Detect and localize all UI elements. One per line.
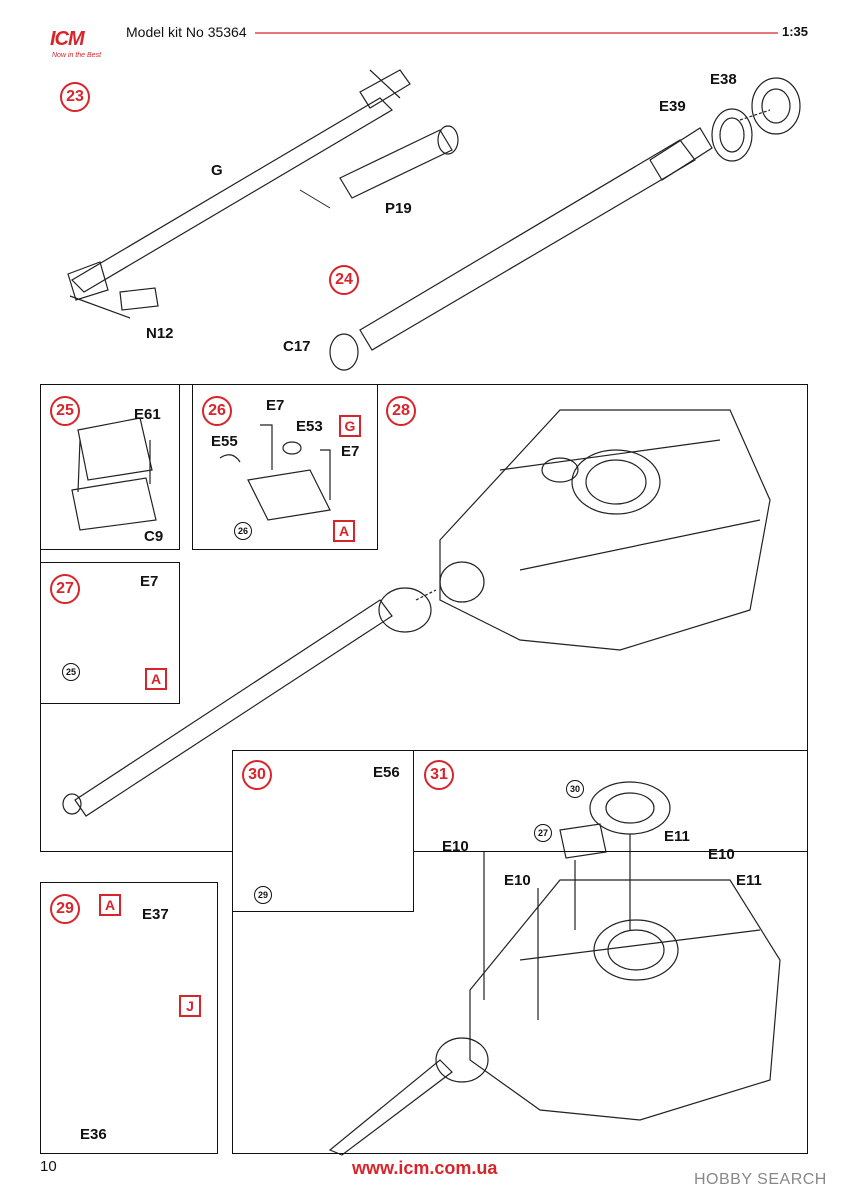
step31-turret-drawing [328,781,781,1156]
website-link[interactable]: www.icm.com.ua [352,1158,498,1178]
part-e11-label: E11 [664,828,690,845]
step26-hatch-drawing [219,424,331,521]
logo-tagline: Now in the Best [52,52,102,59]
substep-29-ref: 29 [254,886,272,904]
part-e10-label: E10 [708,846,735,863]
part-e7-label: E7 [140,573,159,590]
step-23-badge: 23 [60,82,90,112]
part-e53-label: E53 [296,418,323,435]
step-26-badge: 26 [202,396,232,426]
step-31-panel [232,750,808,1154]
part-e39-label: E39 [659,98,686,115]
step23-barrel-drawing [67,69,459,319]
part-c17-label: C17 [283,338,311,355]
substep-30-ref: 30 [566,780,584,798]
part-e10-label: E10 [442,838,469,855]
part-e11-label: E11 [736,872,762,889]
part-e61-label: E61 [134,406,161,423]
part-e7b-label: E7 [341,443,360,460]
part-c9-label: C9 [144,528,164,545]
step-29-panel [40,882,218,1154]
step-30-badge: 30 [242,760,272,790]
substep-25-ref: 25 [62,663,80,681]
part-e37-label: E37 [142,906,169,923]
part-g-label: G [211,162,223,179]
part-e10-label: E10 [504,872,531,889]
step-27-badge: 27 [50,574,80,604]
part-e38-label: E38 [710,71,737,88]
ref-j-box: J [179,995,201,1017]
part-e7-label: E7 [266,397,285,414]
substep-27-ref: 27 [534,824,552,842]
watermark: HOBBY SEARCH [694,1171,827,1188]
icm-logo: ICM Now in the Best [32,18,112,62]
part-e56-label: E56 [373,764,400,781]
part-e55-label: E55 [211,433,238,450]
step-28-badge: 28 [386,396,416,426]
logo-wordmark: ICM [50,28,85,50]
ref-a-box: A [333,520,355,542]
ref-g-box: G [339,415,361,437]
substep-26-ref: 26 [234,522,252,540]
scale-label: 1:35 [782,24,809,39]
ref-a-box: A [99,894,121,916]
part-e36-label: E36 [80,1126,107,1143]
step24-barrel-drawing [329,77,801,371]
step-29-badge: 29 [50,894,80,924]
step-24-badge: 24 [329,265,359,295]
step28-turret-drawing [62,409,771,817]
kit-number: Model kit No 35364 [126,24,247,40]
step-31-badge: 31 [424,760,454,790]
ref-a-box: A [145,668,167,690]
part-n12-label: N12 [146,325,174,342]
step25-frame-drawing [71,417,157,531]
step-25-badge: 25 [50,396,80,426]
page-number: 10 [40,1158,57,1175]
part-p19-label: P19 [385,200,412,217]
